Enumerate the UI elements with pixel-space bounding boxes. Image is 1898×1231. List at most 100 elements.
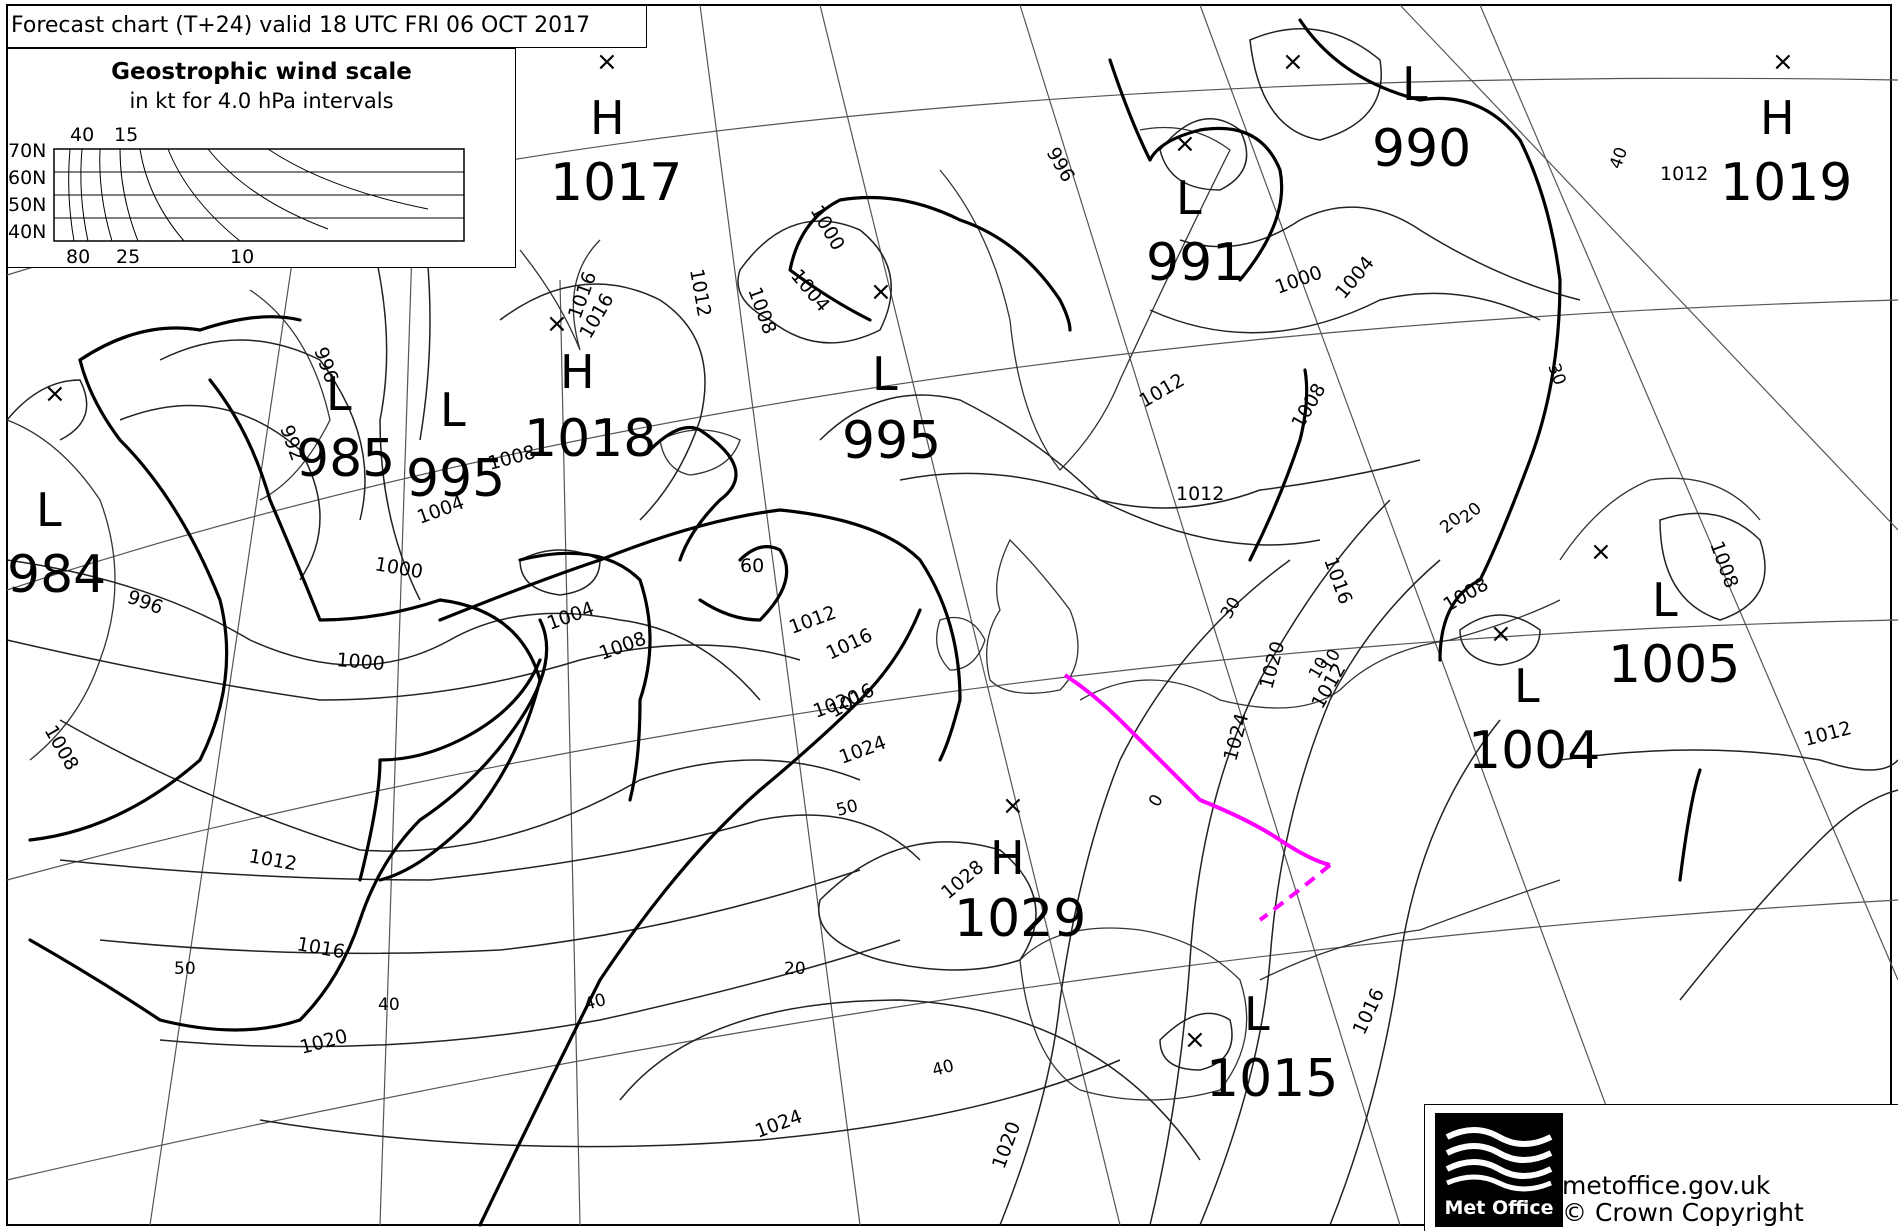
isobar-label: 1012 — [1660, 163, 1708, 185]
cold-front-south — [28, 618, 549, 1032]
isobar-label: 1008 — [486, 441, 538, 475]
system-value-11: 1004 — [1468, 721, 1600, 781]
site-link[interactable]: metoffice.gov.uk — [1562, 1171, 1771, 1200]
system-value-12: 1029 — [954, 889, 1086, 949]
scale-curve — [207, 148, 329, 230]
scale-latitude: 50N — [8, 194, 46, 216]
system-type-9: H — [1760, 91, 1795, 145]
uk-warm-front — [1063, 673, 1331, 867]
system-value-1: 1017 — [550, 153, 682, 213]
isobar-label: 1012 — [1176, 483, 1224, 505]
cold-front-long — [478, 608, 922, 1227]
scale-latitude: 60N — [8, 167, 46, 189]
isobar-label: 1020 — [988, 1119, 1025, 1172]
grid-label: 50 — [174, 959, 196, 979]
scandinavia-coast — [939, 126, 1231, 471]
system-type-1: H — [590, 91, 625, 145]
iberia-coast — [1019, 927, 1248, 1101]
grid-label: 20 — [784, 959, 806, 979]
centre-cross: × — [1002, 791, 1024, 821]
system-type-8: L — [1402, 57, 1428, 111]
system-value-2: 1018 — [524, 409, 656, 469]
scale-graphic: 40 15 80 25 10 70N 60N 50N 40N — [8, 124, 465, 268]
grid-label: 40 — [582, 990, 608, 1015]
chart-title: Forecast chart (T+24) valid 18 UTC FRI 0… — [11, 13, 591, 38]
fronts — [28, 18, 1702, 1227]
grid-label: 50 — [834, 796, 860, 821]
greenland-coast — [519, 239, 601, 351]
isobar-label: 1008 — [1705, 538, 1742, 591]
geostrophic-wind-scale: Geostrophic wind scale in kt for 4.0 hPa… — [7, 48, 516, 268]
scale-bottom-value: 80 — [66, 246, 90, 268]
scale-title: Geostrophic wind scale — [111, 59, 412, 85]
isobar-label: 996 — [309, 344, 342, 386]
scale-top-value: 40 — [70, 124, 94, 146]
system-value-7: 991 — [1146, 233, 1245, 293]
centre-cross: × — [1590, 537, 1612, 567]
system-value-6: 995 — [842, 411, 941, 471]
isobar-label: 1012 — [786, 601, 839, 638]
isobar-label: 1004 — [544, 597, 597, 634]
isobar-label: 996 — [1042, 144, 1079, 186]
warm-front-atlantic — [438, 508, 962, 762]
isobar-label: 1004 — [786, 265, 834, 316]
isobar-label: 1012 — [247, 845, 298, 875]
system-value-13: 1015 — [1206, 1049, 1338, 1109]
uk-coast — [986, 538, 1079, 694]
scale-curve — [139, 148, 185, 242]
isobars — [6, 28, 1898, 1226]
isobar-label: 1020 — [298, 1025, 350, 1059]
isobar-label: 1012 — [1136, 369, 1189, 412]
europe-coast — [1079, 599, 1561, 709]
centre-cross: × — [596, 47, 618, 77]
isobar-label: 1008 — [1440, 573, 1493, 616]
system-value-4: 995 — [406, 449, 505, 509]
centre-cross: × — [44, 379, 66, 409]
lat-lon-grid — [6, 4, 1898, 1226]
isobar-label: 1000 — [806, 202, 849, 255]
branding-box: Met Office metoffice.gov.uk © Crown Copy… — [1424, 1104, 1898, 1231]
centre-cross: × — [870, 277, 892, 307]
coastlines — [6, 126, 1761, 1101]
pressure-centres: × H 1017 × H 1018 L 985 L 995 × L 984 × … — [7, 47, 1852, 1109]
scale-latitude: 70N — [8, 140, 46, 162]
isobar-label: 1024 — [752, 1105, 805, 1142]
system-value-5: 984 — [7, 545, 106, 605]
scale-curve — [167, 148, 241, 242]
isobar-label: 1016 — [823, 624, 876, 664]
copyright: © Crown Copyright — [1562, 1198, 1804, 1227]
baltic-coast — [1559, 477, 1761, 561]
occlusion-mid — [698, 545, 789, 622]
isobar-label: 1008 — [743, 284, 780, 337]
isobar-label: 1004 — [1331, 252, 1379, 303]
trough-north-sea — [1248, 368, 1309, 562]
isobar-label: 1012 — [1802, 717, 1854, 751]
isobar-label: 60 — [740, 555, 764, 577]
isobar-label: 1020 — [1256, 639, 1290, 691]
system-type-6: L — [872, 347, 898, 401]
scale-latitude: 40N — [8, 221, 46, 243]
trough-europe — [1678, 768, 1702, 882]
cold-front-west — [28, 358, 229, 842]
map-frame — [6, 4, 1892, 1226]
isobar-label: 1016 — [1319, 554, 1356, 607]
isobar-labels: 996 992 1008 1004 1000 996 1000 1008 100… — [40, 144, 1854, 1172]
system-type-3: L — [326, 367, 352, 421]
scale-curve — [99, 148, 113, 242]
system-type-10: L — [1652, 573, 1678, 627]
scale-curve — [80, 148, 89, 242]
cold-front-central — [358, 658, 542, 882]
cold-front-northeast — [1298, 18, 1562, 662]
isobar-label: 1008 — [1287, 380, 1330, 433]
scale-curve — [119, 148, 139, 242]
isobar-label: 1000 — [336, 649, 386, 675]
grid-label: 0 — [1145, 791, 1168, 810]
occlusion-low-995 — [788, 195, 1072, 332]
canada-coast — [6, 419, 116, 761]
waves-icon — [1445, 1127, 1553, 1192]
system-type-12: H — [990, 831, 1025, 885]
grid-label: 40 — [1606, 145, 1632, 172]
grid-label: 40 — [378, 995, 400, 1015]
centre-cross: × — [1282, 47, 1304, 77]
